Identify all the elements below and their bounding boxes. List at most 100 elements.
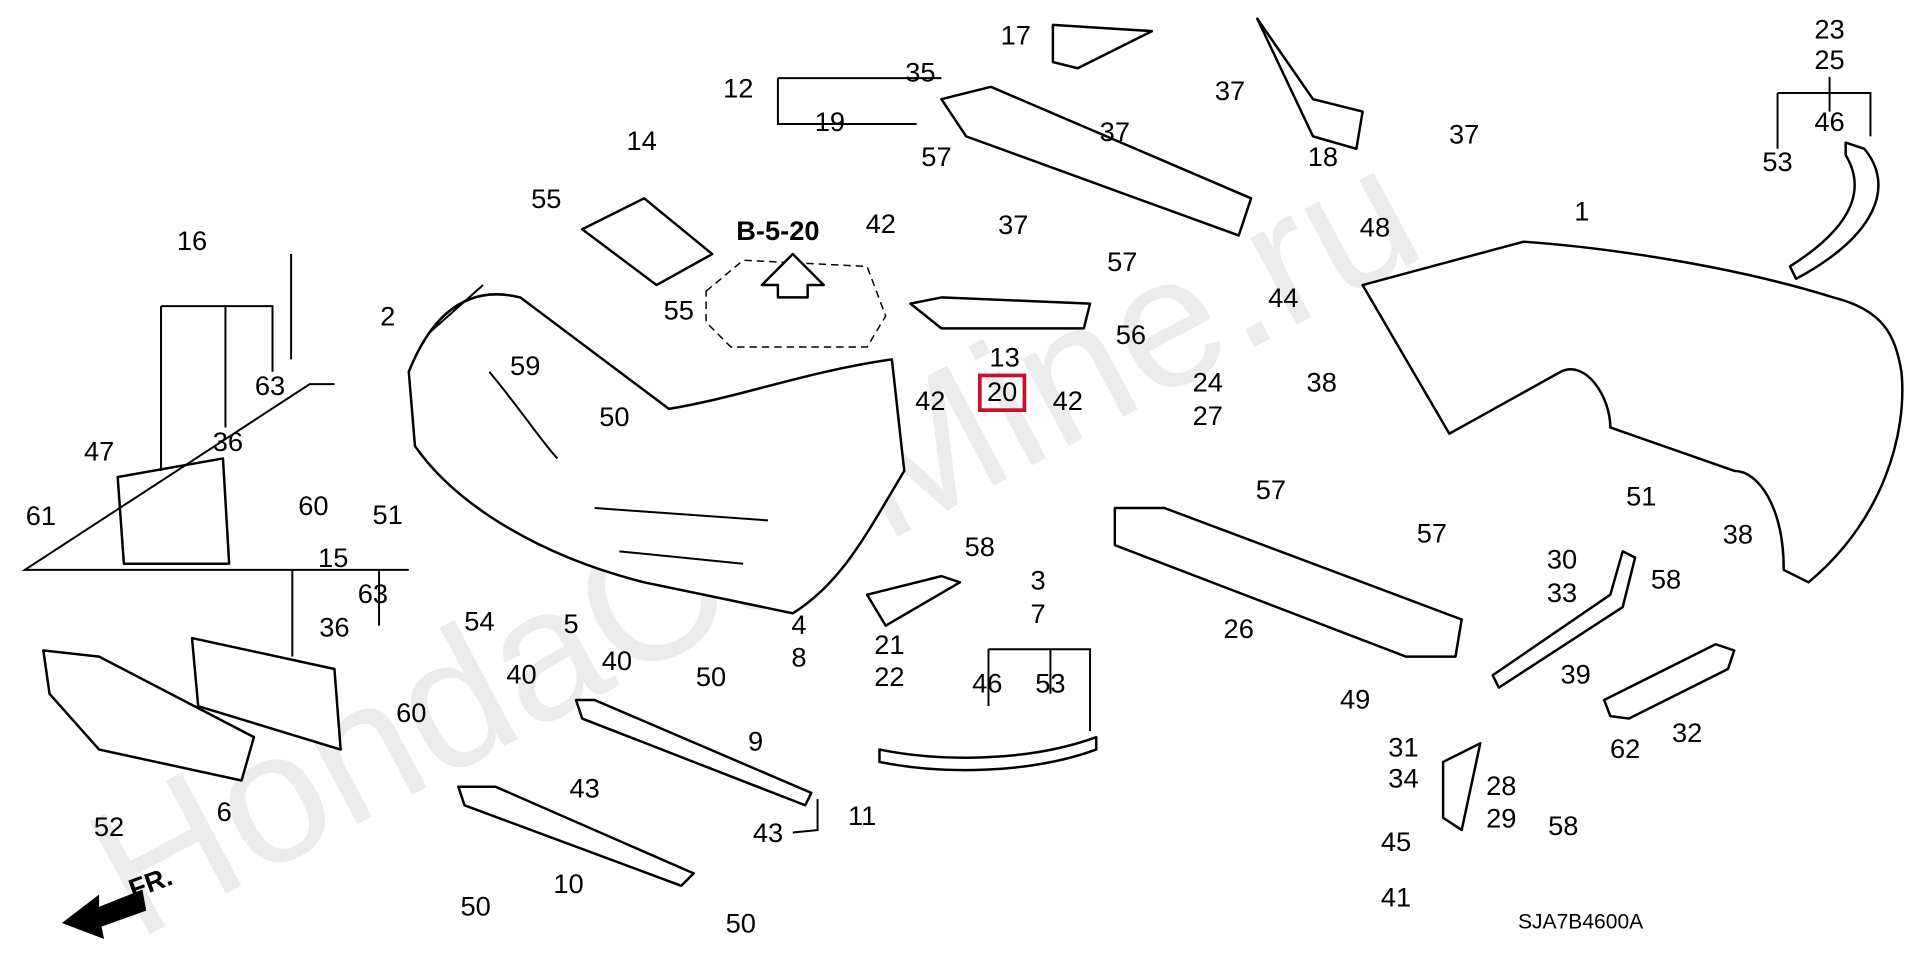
callout: 13 <box>989 342 1019 373</box>
callout: 48 <box>1360 211 1390 242</box>
highlight-box <box>977 373 1027 412</box>
diagram-code: SJA7B4600A <box>1518 911 1643 934</box>
callout: 19 <box>815 106 845 137</box>
callout: 37 <box>1449 119 1479 150</box>
callout: 22 <box>874 661 904 692</box>
callout: 16 <box>177 225 207 256</box>
callout: 57 <box>1256 474 1286 505</box>
callout: 60 <box>298 490 328 521</box>
front-reinforcement-upper <box>940 85 1253 237</box>
callout: 50 <box>599 401 629 432</box>
grille-6 <box>42 649 256 782</box>
callout: 42 <box>866 208 896 239</box>
callout: 63 <box>255 370 285 401</box>
callout: 50 <box>696 661 726 692</box>
callout: 6 <box>217 796 232 827</box>
license-plate-15 <box>190 636 342 751</box>
bracket-32 <box>1602 643 1736 720</box>
bracket-18 <box>1256 17 1364 151</box>
callout: 1 <box>1574 195 1589 226</box>
callout: 23 <box>1814 13 1844 44</box>
callout: 58 <box>1651 563 1681 594</box>
callout: 42 <box>915 385 945 416</box>
callout: 12 <box>723 73 753 104</box>
callout: 46 <box>972 667 1002 698</box>
callout: 49 <box>1340 683 1370 714</box>
callout: 31 <box>1388 732 1418 763</box>
callout: 42 <box>1053 385 1083 416</box>
callout: 38 <box>1723 519 1753 550</box>
highlighted-callout[interactable]: 20 <box>987 376 1017 407</box>
callout: 3 <box>1030 565 1045 596</box>
callout: 32 <box>1672 717 1702 748</box>
callout: 25 <box>1814 44 1844 75</box>
part-shapes <box>21 17 1904 940</box>
callout: 38 <box>1307 366 1337 397</box>
callout: 45 <box>1381 826 1411 857</box>
lower-spoiler-10 <box>457 785 695 888</box>
callout: 26 <box>1224 613 1254 644</box>
callout: 56 <box>1116 319 1146 350</box>
callout: 53 <box>1035 667 1065 698</box>
callout: 57 <box>921 141 951 172</box>
callout: 62 <box>1610 733 1640 764</box>
callout: 44 <box>1268 282 1298 313</box>
callout: 61 <box>26 500 56 531</box>
dashed-box-b520 <box>705 259 887 348</box>
callout: 40 <box>602 645 632 676</box>
molding-23 <box>1788 141 1880 281</box>
callout: 11 <box>848 800 876 831</box>
callout: 59 <box>510 350 540 381</box>
callout: 54 <box>464 605 494 636</box>
callout: 43 <box>753 817 783 848</box>
callout: 51 <box>1626 480 1656 511</box>
leader-lines <box>21 76 1872 834</box>
callout: 29 <box>1486 802 1516 833</box>
callout: 41 <box>1381 882 1411 913</box>
callout: 52 <box>94 811 124 842</box>
front-bumper-face <box>407 293 906 615</box>
callout-labels: 17 35 12 19 57 37 37 18 37 23 25 46 53 1… <box>26 13 1845 938</box>
callout: 50 <box>726 908 756 939</box>
bracket-14 <box>580 197 714 287</box>
callout: 5 <box>563 608 578 639</box>
front-bumper-upper <box>426 284 769 565</box>
up-arrow-icon <box>760 252 825 299</box>
callout: 36 <box>319 612 349 643</box>
molding-3 <box>878 735 1098 772</box>
callout: 35 <box>905 57 935 88</box>
callout: 17 <box>1001 19 1031 50</box>
callout: 60 <box>396 697 426 728</box>
callout: 55 <box>531 183 561 214</box>
callout: 21 <box>874 629 904 660</box>
callout: 50 <box>461 890 491 921</box>
callout: 28 <box>1486 770 1516 801</box>
license-bracket-16 <box>116 457 231 565</box>
callout: 57 <box>1417 517 1447 548</box>
lower-strip-11 <box>574 698 813 807</box>
callout: 37 <box>1100 116 1130 147</box>
callout: 2 <box>380 301 395 332</box>
callout: 58 <box>1548 810 1578 841</box>
callout: 7 <box>1030 598 1045 629</box>
rear-bumper <box>1361 240 1904 584</box>
callout: 55 <box>664 294 694 325</box>
callout: 43 <box>570 773 600 804</box>
callout: 9 <box>748 726 763 757</box>
callout: 33 <box>1547 577 1577 608</box>
callout: 57 <box>1107 246 1137 277</box>
callout: 15 <box>318 542 348 573</box>
callout: 53 <box>1762 146 1792 177</box>
callout: 63 <box>358 578 388 609</box>
front-arrow-icon <box>61 889 147 940</box>
callout: 46 <box>1814 106 1844 137</box>
bracket-21 <box>865 574 962 627</box>
reference-label[interactable]: B-5-20 <box>736 215 819 246</box>
bracket-31 <box>1441 742 1482 832</box>
callout: 14 <box>626 125 656 156</box>
callout: 40 <box>506 659 536 690</box>
callout: 8 <box>791 641 806 672</box>
callout: 47 <box>84 436 114 467</box>
callout: 39 <box>1560 659 1590 690</box>
